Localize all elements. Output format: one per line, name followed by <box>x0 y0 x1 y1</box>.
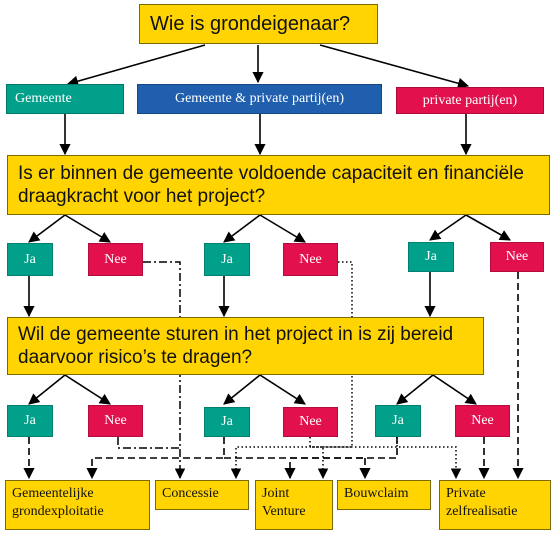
answer-nee-private: Nee <box>490 242 544 272</box>
owner-gemeente-private: Gemeente & private partij(en) <box>137 84 382 114</box>
answer-ja-private: Ja <box>408 242 454 272</box>
answer-ja-sturen-mixed: Ja <box>204 407 250 437</box>
question-grondeigenaar: Wie is grondeigenaar? <box>139 4 378 44</box>
question-capaciteit: Is er binnen de gemeente voldoende capac… <box>7 155 550 215</box>
answer-nee-sturen-gemeente: Nee <box>88 405 143 437</box>
outcome-concessie: Concessie <box>155 480 249 510</box>
answer-nee-sturen-mixed: Nee <box>283 407 338 437</box>
answer-ja-sturen-private: Ja <box>375 405 421 437</box>
answer-ja-gemeente: Ja <box>7 243 53 276</box>
question-sturen-risico: Wil de gemeente sturen in het project in… <box>7 317 484 375</box>
answer-nee-sturen-private: Nee <box>455 405 510 437</box>
answer-nee-mixed: Nee <box>283 243 338 276</box>
answer-nee-gemeente: Nee <box>88 243 143 276</box>
outcome-bouwclaim: Bouwclaim <box>337 480 431 510</box>
outcome-gemeentelijke-grondexploitatie: Gemeentelijke grondexploitatie <box>5 480 150 530</box>
owner-gemeente: Gemeente <box>6 84 124 114</box>
answer-ja-mixed: Ja <box>204 243 250 276</box>
owner-private: private partij(en) <box>396 87 544 114</box>
answer-ja-sturen-gemeente: Ja <box>7 405 53 437</box>
outcome-private-zelfrealisatie: Private zelfrealisatie <box>439 480 551 530</box>
outcome-joint-venture: Joint Venture <box>255 480 333 530</box>
